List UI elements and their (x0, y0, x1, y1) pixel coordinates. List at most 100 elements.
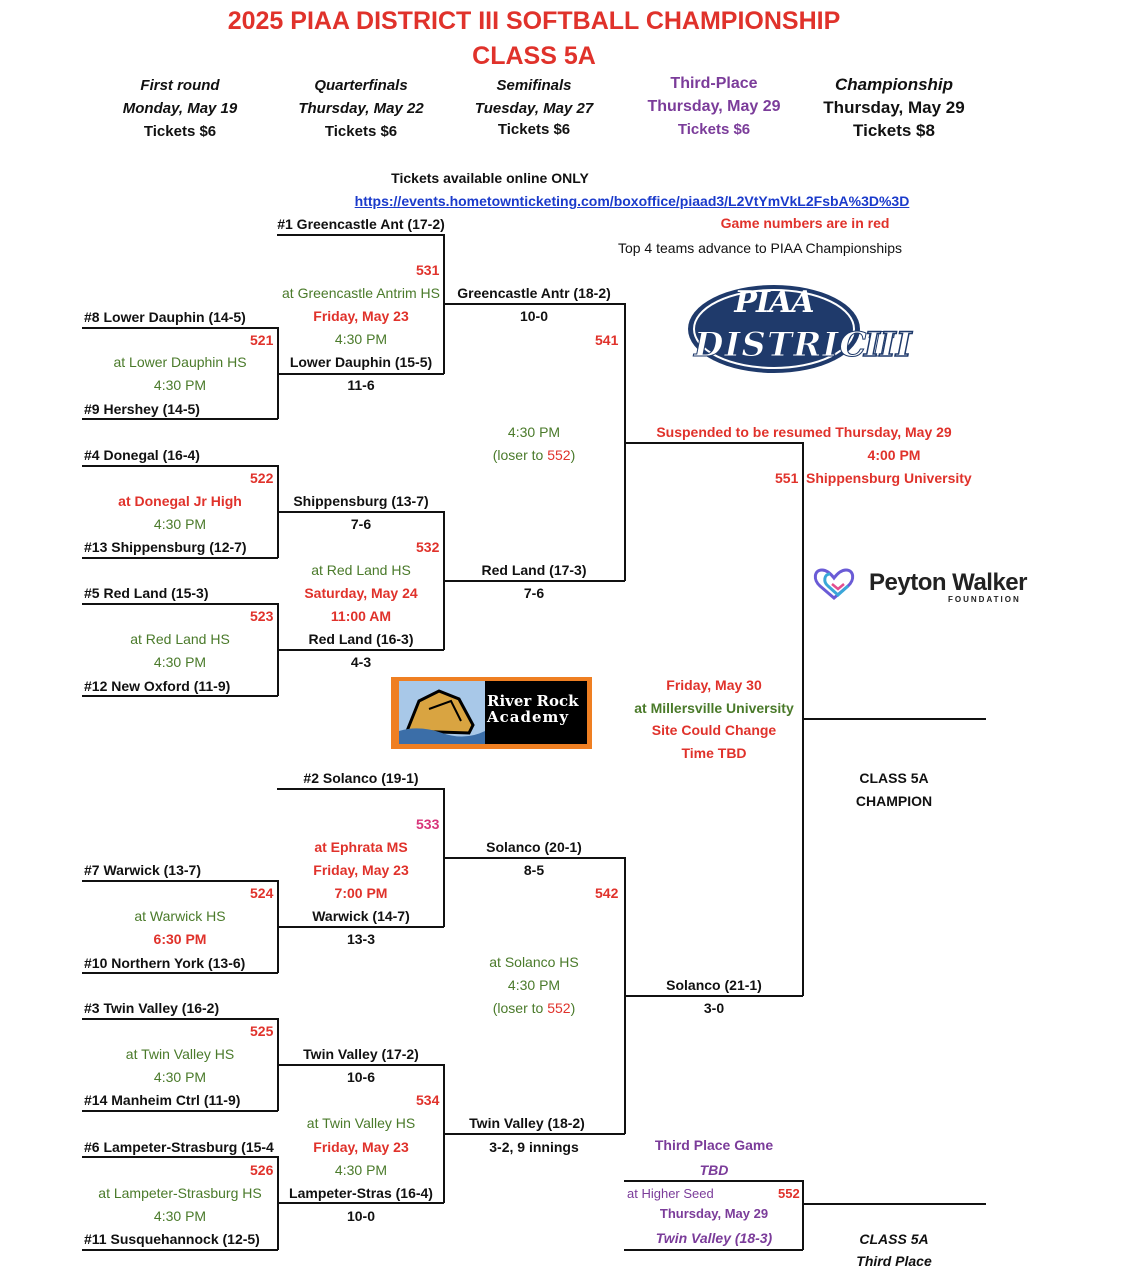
team-slot: #10 Northern York (13-6) (84, 955, 246, 971)
team-slot: Warwick (14-7) (312, 908, 410, 924)
game-site: at Warwick HS (134, 908, 226, 924)
game-time: 4:30 PM (153, 1069, 207, 1085)
team-slot: #14 Manheim Ctrl (11-9) (84, 1092, 241, 1108)
bracket-line (624, 442, 803, 444)
team-slot: #12 New Oxford (11-9) (84, 678, 231, 694)
tickets-link[interactable]: https://events.hometownticketing.com/box… (354, 193, 910, 209)
game-time: 4:30 PM (334, 331, 388, 347)
game-score: 7-6 (350, 516, 372, 532)
game-site: at Red Land HS (311, 562, 411, 578)
third-place-title: Third Place Game (654, 1137, 774, 1153)
game-number: 542 (595, 885, 619, 901)
bracket-line (82, 880, 278, 882)
team-slot: Solanco (20-1) (486, 839, 582, 855)
game-number: 523 (250, 608, 274, 624)
team-slot: #8 Lower Dauphin (14-5) (84, 309, 246, 325)
game-number: 525 (250, 1023, 274, 1039)
heart-icon (813, 568, 855, 600)
bracket-line (443, 857, 625, 859)
bracket-line (443, 580, 625, 582)
bracket-line (277, 926, 444, 928)
game-time: 4:30 PM (153, 516, 207, 532)
bracket-line (277, 373, 444, 375)
team-slot: Shippensburg (13-7) (293, 493, 429, 509)
game-score: 10-0 (519, 308, 549, 324)
game-site: at Twin Valley HS (125, 1046, 235, 1062)
game-score: 11-6 (347, 377, 375, 393)
game-date: Thursday, May 29 (659, 1206, 769, 1221)
bracket-line (802, 1180, 804, 1250)
bracket-line (82, 972, 278, 974)
piaa-district-logo: PIAA DISTRICT III (688, 281, 912, 375)
loser-note: (loser to 552) (492, 1000, 576, 1016)
game-time: 4:30 PM (334, 1162, 388, 1178)
game-time: 4:30 PM (153, 377, 207, 393)
game-time: 11:00 AM (330, 608, 392, 624)
game-score: 8-5 (523, 862, 545, 878)
bracket-line (82, 465, 278, 467)
third-place-tbd: TBD (699, 1162, 729, 1178)
suspended-note: Suspended to be resumed Thursday, May 29 (656, 424, 952, 440)
bracket-line (82, 1249, 278, 1251)
bracket-line (82, 557, 278, 559)
page-title: 2025 PIAA DISTRICT III SOFTBALL CHAMPION… (227, 7, 841, 35)
game-score: 10-0 (346, 1208, 376, 1224)
piaa-logo-top: PIAA (734, 285, 814, 320)
team-slot: Twin Valley (18-2) (469, 1115, 585, 1131)
team-slot: #3 Twin Valley (16-2) (84, 1000, 220, 1016)
game-site: at Lower Dauphin HS (113, 354, 247, 370)
game-site: at Ephrata MS (314, 839, 408, 855)
game-score: 4-3 (350, 654, 372, 670)
bracket-line (277, 1202, 444, 1204)
bracket-line (802, 718, 986, 720)
bracket-line (624, 1180, 803, 1182)
champion-label: CHAMPION (855, 793, 933, 809)
game-score: 3-2, 9 innings (489, 1139, 579, 1155)
bracket-line (82, 603, 278, 605)
game-site: at Twin Valley HS (306, 1115, 416, 1131)
team-slot: Greencastle Antr (18-2) (457, 285, 611, 301)
game-numbers-note: Game numbers are in red (720, 215, 890, 231)
game-number: 522 (250, 470, 274, 486)
game-number: 534 (416, 1092, 440, 1108)
bracket-line (82, 327, 278, 329)
team-slot: #5 Red Land (15-3) (84, 585, 209, 601)
piaa-logo-bottom: DISTRICT (694, 325, 894, 366)
game-score: 3-0 (703, 1000, 725, 1016)
bracket-line (82, 1018, 278, 1020)
team-slot: #2 Solanco (19-1) (303, 770, 419, 786)
resume-time: 4:00 PM (867, 447, 921, 463)
team-slot: #6 Lampeter-Strasburg (15-4 (84, 1139, 274, 1155)
game-date: Friday, May 23 (313, 862, 409, 878)
bracket-line (277, 788, 444, 790)
river-rock-line-2: Academy (487, 708, 570, 726)
team-slot: #1 Greencastle Ant (17-2) (277, 216, 445, 232)
game-time: 4:30 PM (153, 1208, 207, 1224)
game-site: at Donegal Jr High (118, 493, 242, 509)
bracket-line (82, 1156, 278, 1158)
bracket-line (277, 234, 444, 236)
bracket-line (443, 303, 625, 305)
game-number: 531 (416, 262, 440, 278)
peyton-walker-name: Peyton Walker (869, 569, 1028, 596)
bracket-line (277, 649, 444, 651)
game-site: at Greencastle Antrim HS (282, 285, 440, 301)
game-number: 521 (250, 332, 274, 348)
third-place-label: Third Place (856, 1253, 932, 1269)
game-score: 13-3 (346, 931, 376, 947)
game-score: 10-6 (346, 1069, 376, 1085)
bracket-line (802, 1203, 986, 1205)
time-tbd: Time TBD (681, 745, 747, 761)
team-slot: Red Land (17-3) (481, 562, 587, 578)
team-slot: #4 Donegal (16-4) (84, 447, 200, 463)
bracket-line (82, 418, 278, 420)
bracket-line (277, 1064, 444, 1066)
game-time: 4:30 PM (507, 977, 561, 993)
game-number: 526 (250, 1162, 274, 1178)
game-site: at Higher Seed (627, 1186, 714, 1201)
game-site: at Solanco HS (489, 954, 579, 970)
game-date: Friday, May 23 (313, 308, 409, 324)
page-subtitle: CLASS 5A (472, 42, 596, 70)
team-slot: #13 Shippensburg (12-7) (84, 539, 247, 555)
original-date: Friday, May 30 (666, 677, 762, 693)
